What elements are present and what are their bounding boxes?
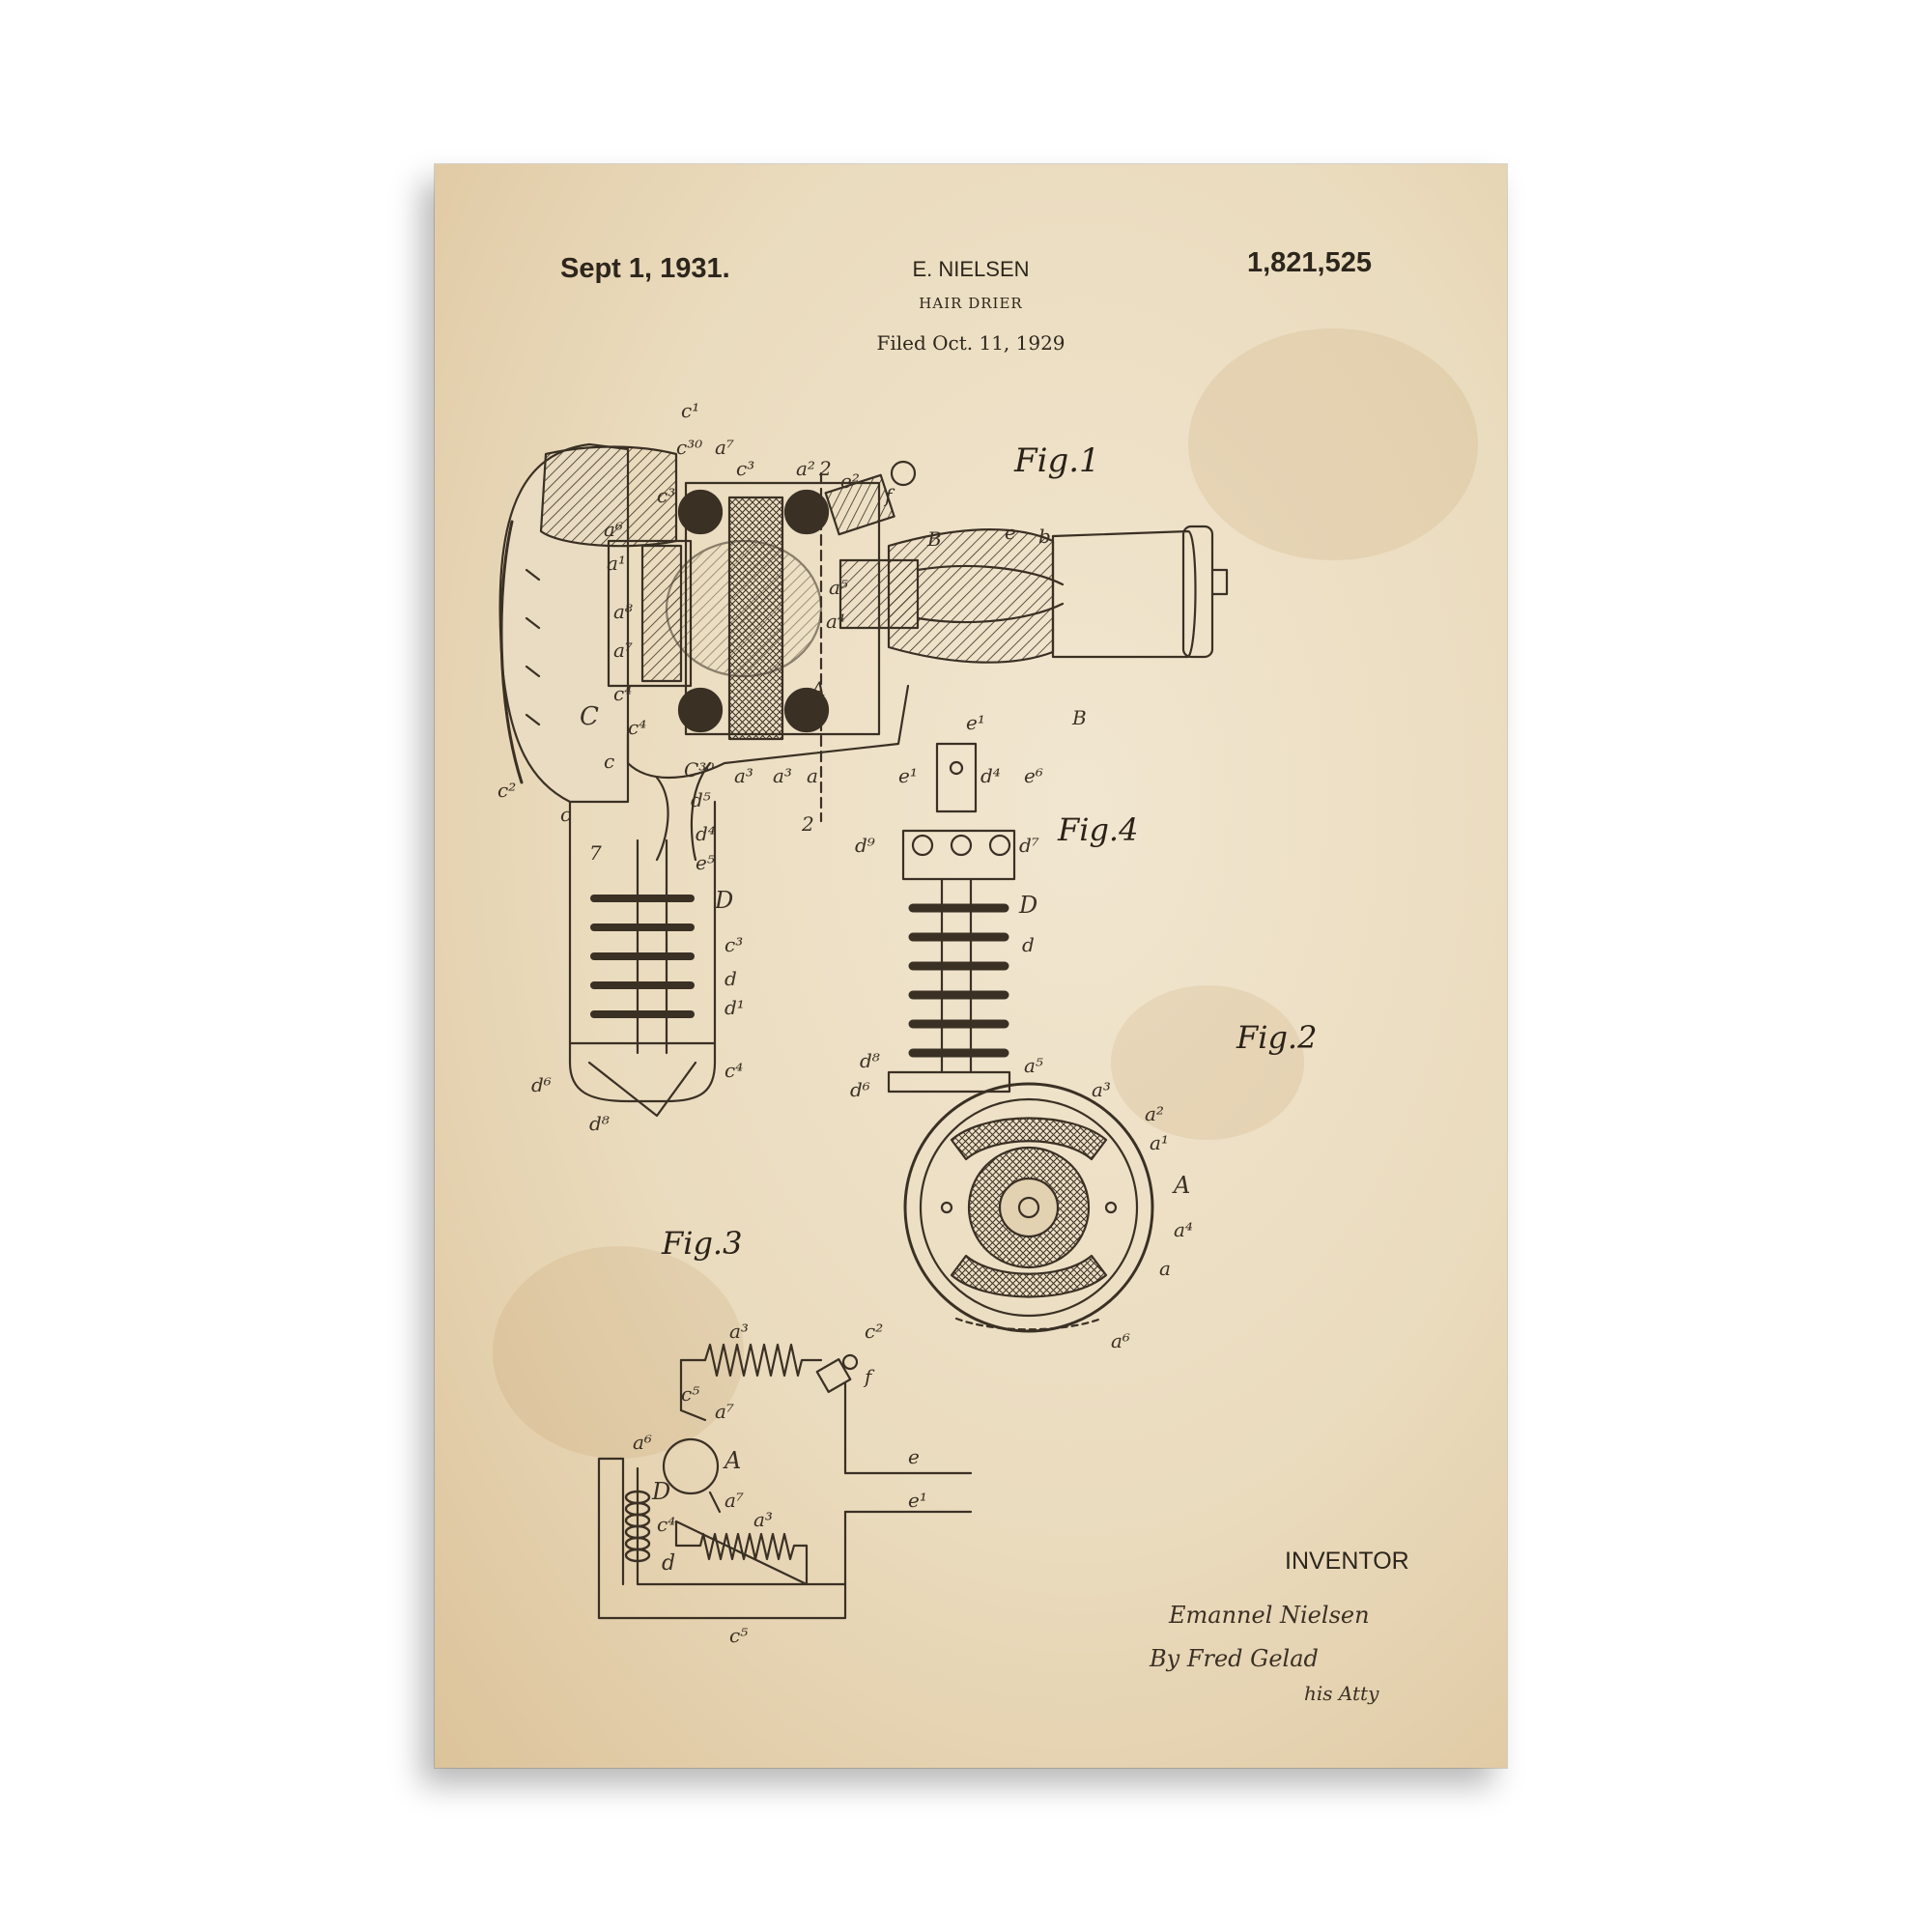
fig3-part-label: c⁴ [657, 1513, 675, 1536]
fig2-part-label: a⁵ [1024, 1054, 1043, 1077]
inventor-signature: Emannel Nielsen By Fred Gelad his Atty [1149, 1602, 1379, 1705]
fig4-part-label: e⁶ [1024, 764, 1043, 787]
inventor-name: E. NIELSEN [912, 257, 1030, 281]
fig1-part-label: b [1038, 525, 1051, 548]
fig1-part-label: c [604, 750, 614, 773]
fig1-part-label: B [926, 527, 942, 551]
patent-date: Sept 1, 1931. [560, 253, 730, 284]
fig1-part-label: C³⁰ [684, 758, 714, 781]
fig1-part-label: d⁵ [691, 788, 711, 811]
fig1-part-label: d⁴ [696, 822, 716, 845]
fig1-part-label: c⁴ [628, 716, 646, 739]
fig4-label: Fig.4 [1057, 811, 1138, 848]
fig3-label: Fig.3 [661, 1225, 742, 1262]
fig3-part-label: a⁷ [715, 1400, 734, 1423]
patent-poster: Sept 1, 1931. E. NIELSEN 1,821,525 HAIR … [435, 164, 1507, 1768]
svg-text:By Fred Gelad: By Fred Gelad [1149, 1645, 1319, 1672]
fig3-part-label: A [723, 1447, 741, 1474]
fig1-part-label: a⁷ [715, 436, 734, 459]
fig1-part-label: c³ [736, 457, 754, 480]
fig1-part-label: c⁴ [613, 682, 632, 705]
fig1-part-label: e [1005, 521, 1016, 544]
fig1-part-label: c [560, 803, 571, 826]
paper-stain [1111, 985, 1304, 1140]
patent-drawing: Fig.1 Fig.4 Fig.2 Fig.3 [497, 399, 1379, 1705]
fig1-label: Fig.1 [1013, 441, 1100, 480]
fig1-part-label: 2 [801, 812, 814, 836]
fig3-part-label: a³ [729, 1320, 749, 1343]
fig1-part-label: 7 [589, 841, 602, 865]
fig1-part-label: a³ [773, 764, 792, 787]
fig4-part-label: d⁹ [855, 834, 875, 857]
fig1-part-label: e⁵ [696, 851, 715, 874]
fig1-part-label: d [724, 967, 737, 990]
svg-text:his Atty: his Atty [1304, 1682, 1379, 1705]
fig3-part-label: c² [865, 1320, 883, 1343]
fig1-part-label: D [714, 887, 733, 914]
fig1-part-label: f [883, 484, 895, 507]
fig1-part-label: e¹ [966, 711, 985, 734]
fig1-part-label: d⁸ [589, 1112, 610, 1135]
fig4-part-label: e¹ [898, 764, 918, 787]
fig1-part-label: e² [840, 469, 860, 493]
fig1-part-label: a² [796, 457, 815, 480]
fig1-part-label: a⁸ [613, 600, 633, 623]
fig2-drawing [903, 1082, 1154, 1333]
fig1-part-label: a⁷ [613, 639, 633, 662]
fig2-part-label: a³ [1092, 1078, 1111, 1101]
fig4-part-label: d⁷ [1019, 834, 1039, 857]
fig1-part-label: c⁴ [724, 1059, 743, 1082]
fig1-part-label: a¹ [607, 552, 626, 575]
fig3-part-label: c⁵ [681, 1382, 699, 1406]
fig3-part-label: a⁷ [724, 1489, 744, 1512]
fig1-part-label: c³ [724, 933, 743, 956]
fig2-part-label: a⁴ [1174, 1218, 1193, 1241]
fig3-drawing [597, 1343, 973, 1620]
fig1-part-label: d¹ [724, 996, 745, 1019]
fig3-part-label: d [662, 1551, 675, 1576]
fig2-part-label: a¹ [1150, 1131, 1169, 1154]
fig1-part-label: a⁴ [826, 610, 845, 633]
fig1-part-label: A [810, 677, 825, 700]
fig3-part-label: a³ [753, 1508, 773, 1531]
fig3-part-label: f [863, 1365, 875, 1388]
fig1-part-label: B [1071, 706, 1087, 729]
fig3-part-label: e¹ [908, 1489, 927, 1512]
fig4-part-label: d [1022, 933, 1035, 956]
fig2-part-label: a² [1145, 1102, 1164, 1125]
fig2-part-label: a⁶ [1111, 1329, 1130, 1352]
fig4-drawing [887, 742, 1016, 1094]
fig1-part-label: a⁶ [604, 518, 623, 541]
fig4-part-label: d⁶ [850, 1078, 870, 1101]
fig1-part-label: a [807, 764, 818, 787]
fig1-part-label: c³⁰ [676, 436, 702, 459]
paper-stain [1188, 328, 1478, 560]
fig1-part-label: c² [497, 779, 516, 802]
fig2-part-label: A [1172, 1172, 1190, 1199]
fig3-part-label: a⁶ [633, 1431, 652, 1454]
filed-date: Filed Oct. 11, 1929 [876, 331, 1065, 355]
fig3-part-label: c⁵ [729, 1624, 748, 1647]
paper-stain [493, 1246, 744, 1459]
fig2-label: Fig.2 [1236, 1019, 1317, 1056]
fig3-part-label: D [651, 1478, 670, 1505]
inventor-label: INVENTOR [1285, 1548, 1409, 1575]
fig3-part-label: e [908, 1445, 920, 1468]
fig2-part-label: a [1159, 1257, 1171, 1280]
patent-number: 1,821,525 [1246, 247, 1372, 278]
fig4-part-label: D [1018, 892, 1037, 919]
fig1-part-label: C [580, 702, 599, 731]
fig1-drawing [498, 442, 1229, 1118]
fig1-part-label: 2 [818, 457, 832, 480]
fig1-part-label: a³ [734, 764, 753, 787]
fig1-part-label: d⁶ [531, 1073, 552, 1096]
fig4-part-label: d⁴ [980, 764, 1001, 787]
fig4-part-label: d⁸ [860, 1049, 880, 1072]
fig1-part-label: a⁵ [829, 576, 848, 599]
patent-title: HAIR DRIER [919, 295, 1023, 312]
fig1-part-label: c³ [657, 484, 675, 507]
fig1-part-label: c¹ [681, 399, 699, 422]
svg-text:Emannel Nielsen: Emannel Nielsen [1168, 1602, 1370, 1629]
